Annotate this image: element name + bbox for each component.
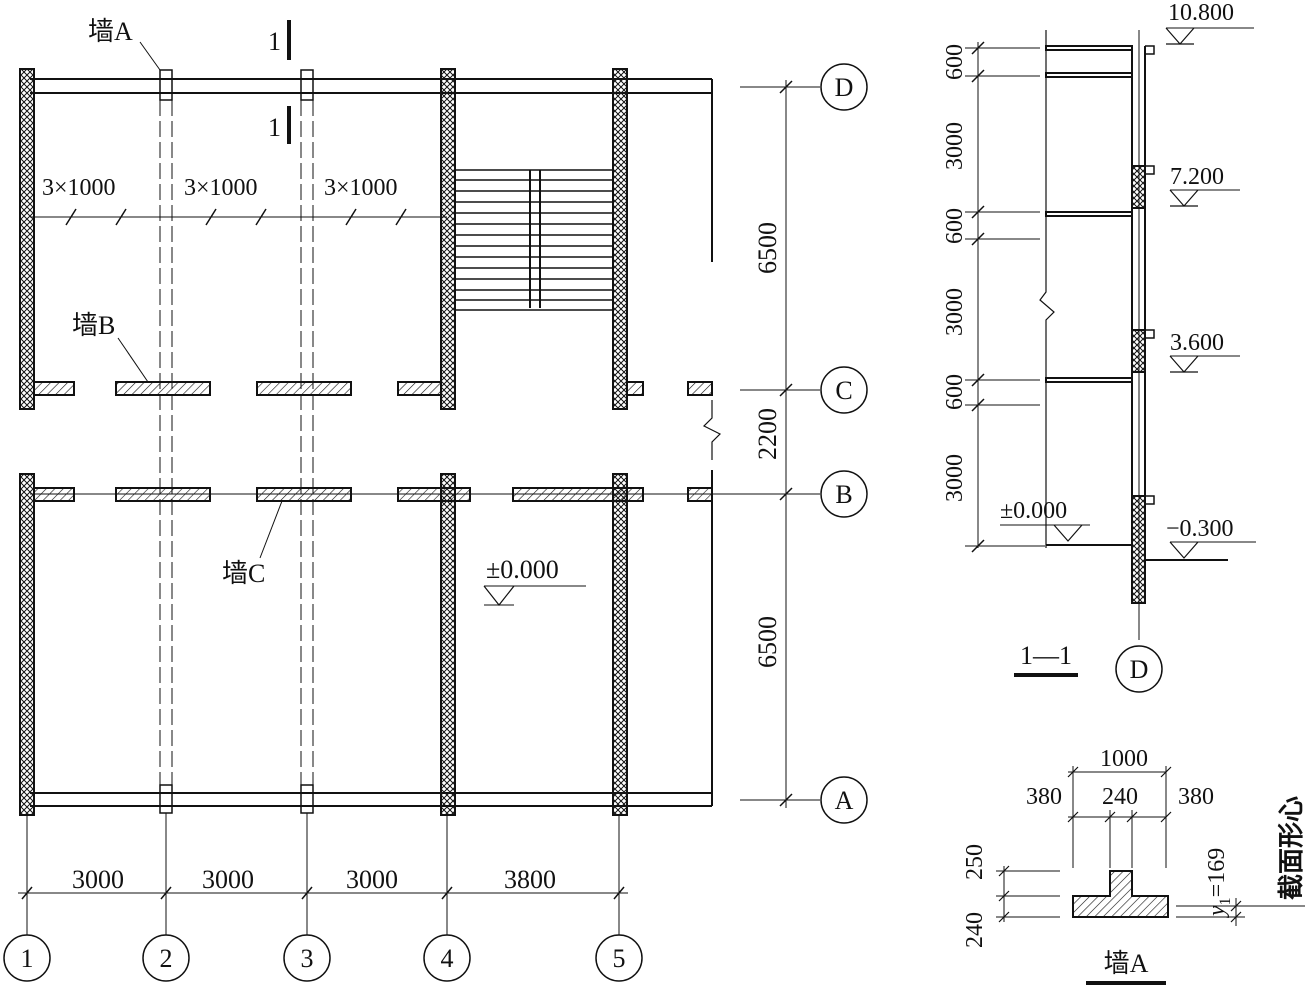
span-dim-3: 6500: [753, 616, 782, 668]
section-title: 1—1: [1020, 641, 1072, 670]
span-dim-1: 6500: [753, 222, 782, 274]
axis-bubble-c: C: [820, 366, 868, 414]
wall-c-label: 墙C: [222, 500, 283, 588]
column-gridlines: [18, 813, 628, 935]
centroid-label: 截面形心: [1277, 796, 1306, 900]
svg-text:3: 3: [301, 944, 314, 973]
level-mark-3600: 3.600: [1169, 330, 1240, 373]
svg-text:1: 1: [21, 944, 34, 973]
y1-label: y1=169: [1204, 848, 1234, 918]
plan-level-mark: ±0.000: [483, 555, 586, 606]
bay-dim-2: 3000: [202, 865, 254, 894]
level-mark-7200: 7.200: [1169, 164, 1240, 207]
axis-bubble-2: 2: [142, 934, 190, 982]
wall-b-label: 墙B: [72, 311, 149, 383]
detail-width-right: 380: [1178, 784, 1214, 810]
end-wall-lower: [19, 473, 35, 816]
rib-spacing-2: 3×1000: [184, 175, 258, 201]
svg-text:±0.000: ±0.000: [1000, 498, 1067, 524]
staircase: [455, 169, 613, 311]
rib-ticks: [65, 208, 407, 226]
level-mark-0000: ±0.000: [1000, 498, 1090, 542]
axis-bubble-3: 3: [283, 934, 331, 982]
detail-height-rib: 250: [962, 844, 988, 880]
axis-bubble-a: A: [820, 776, 868, 824]
detail-title: 墙A: [1104, 949, 1149, 978]
axis-bubble-5: 5: [595, 934, 643, 982]
section-cut-marks: 1 1: [268, 20, 291, 144]
svg-text:A: A: [835, 786, 854, 815]
y1-symbol: y: [1204, 905, 1230, 918]
section-dim-1: 600: [942, 44, 968, 80]
detail-width-total: 1000: [1100, 746, 1148, 772]
level-mark-10800: 10.800: [1165, 0, 1254, 45]
svg-text:C: C: [835, 376, 852, 405]
bay-dim-3: 3000: [346, 865, 398, 894]
svg-text:D: D: [1130, 655, 1149, 684]
wall-b-text: 墙B: [72, 311, 115, 340]
svg-text:D: D: [835, 73, 854, 102]
rib-spacing-1: 3×1000: [42, 175, 116, 201]
section-dim-4: 3000: [942, 288, 968, 336]
section-mark-bottom: 1: [268, 113, 281, 142]
section-dim-6: 3000: [942, 454, 968, 502]
plan-level-text: ±0.000: [486, 555, 559, 584]
wall-a-detail: 1000 380 240 380 250 240 y1=169 截面形心 墙A: [962, 746, 1306, 985]
corridor-walls-c: [33, 381, 713, 396]
section-1-1: 600 3000 600 3000 600 3000 10.800 7.200 …: [942, 0, 1256, 693]
wall-c-text: 墙C: [222, 559, 265, 588]
row-gridlines: [712, 80, 820, 808]
section-dim-2: 3000: [942, 122, 968, 170]
cross-wall-4-upper: [440, 68, 456, 410]
svg-text:y1=169: y1=169: [1204, 848, 1234, 918]
svg-text:4: 4: [441, 944, 454, 973]
section-axis-bubble: D: [1115, 645, 1163, 693]
axis-bubble-d: D: [820, 63, 868, 111]
section-dim-3: 600: [942, 208, 968, 244]
svg-text:10.800: 10.800: [1168, 0, 1234, 26]
cross-wall-5-upper: [612, 68, 628, 410]
corridor-walls-b: [33, 487, 713, 502]
svg-text:2: 2: [160, 944, 173, 973]
floor-plan: 1 1 3×1000 3×1000 3×1000 墙A 墙B 墙C ±0.000…: [3, 17, 868, 982]
section-dim-5: 600: [942, 374, 968, 410]
svg-text:3.600: 3.600: [1170, 330, 1224, 356]
rib-spacing-3: 3×1000: [324, 175, 398, 201]
svg-text:B: B: [835, 480, 852, 509]
axis-bubble-4: 4: [423, 934, 471, 982]
cross-wall-4-lower: [440, 473, 456, 816]
end-wall-upper: [19, 68, 35, 410]
bay-dim-1: 3000: [72, 865, 124, 894]
wall-a-label: 墙A: [88, 17, 161, 71]
detail-width-left: 380: [1026, 784, 1062, 810]
axis-bubble-b: B: [820, 470, 868, 518]
y1-subscript: 1: [1217, 897, 1234, 905]
cross-wall-5-lower: [612, 473, 628, 816]
span-dim-2: 2200: [753, 408, 782, 460]
detail-height-flange: 240: [962, 912, 988, 948]
detail-width-rib: 240: [1102, 784, 1138, 810]
svg-text:7.200: 7.200: [1170, 164, 1224, 190]
pilasters: [159, 69, 314, 814]
svg-text:−0.300: −0.300: [1166, 516, 1234, 542]
y1-value: =169: [1204, 848, 1230, 898]
section-mark-top: 1: [268, 27, 281, 56]
svg-text:5: 5: [613, 944, 626, 973]
wall-a-text: 墙A: [88, 17, 133, 46]
axis-bubble-1: 1: [3, 934, 51, 982]
level-mark-neg0300: −0.300: [1166, 516, 1256, 559]
bay-dim-4: 3800: [504, 865, 556, 894]
